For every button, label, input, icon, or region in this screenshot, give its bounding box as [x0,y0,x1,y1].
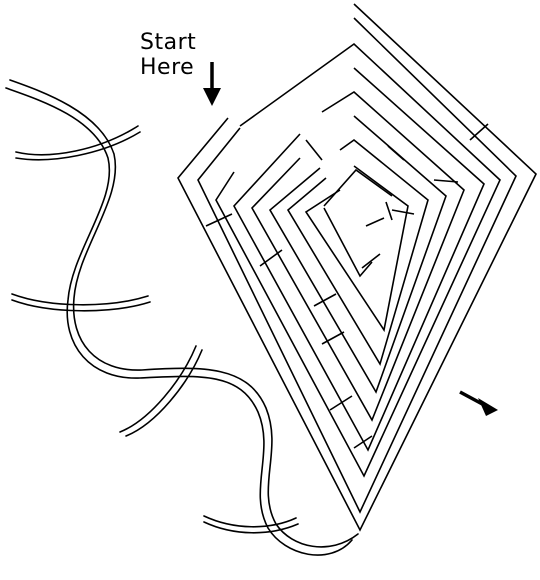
start-label-line2: Here [140,55,195,80]
start-arrow-icon [203,62,221,106]
start-label-line1: Start [140,30,197,55]
exit-arrow-icon [459,390,498,416]
kite-tail [5,79,359,556]
start-here-label: Start Here [140,30,220,80]
tail-ribbon [203,521,299,534]
tail-ribbon [125,349,203,437]
tail-ribbon [11,293,149,306]
tail-ribbon [15,131,141,161]
tail-ribbon [119,345,197,433]
tail-ribbon [15,125,139,156]
maze-walls [177,3,537,532]
tail-ribbon [203,515,297,528]
tail-ribbon [11,299,151,312]
